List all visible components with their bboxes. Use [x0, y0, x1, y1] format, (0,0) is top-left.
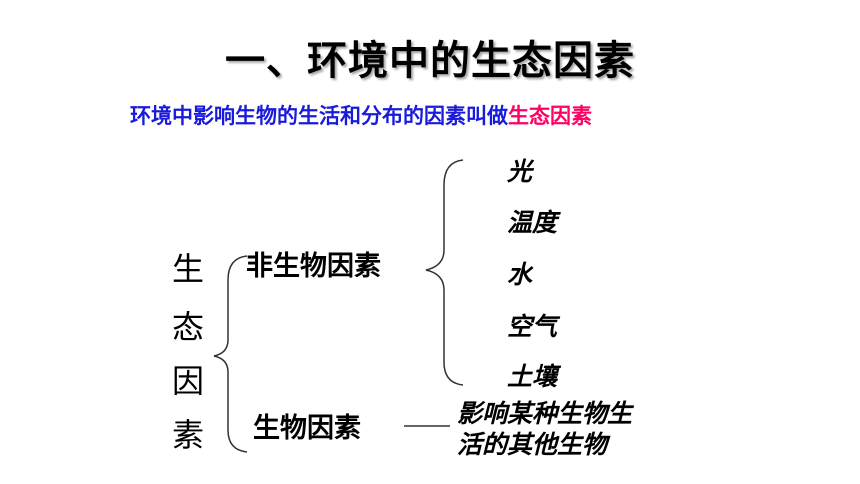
- root-char-1: 生: [172, 250, 205, 288]
- biotic-description-line-1: 影响某种生物生: [457, 399, 633, 428]
- definition: 环境中影响生物的生活和分布的因素叫做生态因素: [130, 100, 592, 130]
- definition-term: 生态因素: [508, 104, 592, 128]
- root-char-4: 素: [172, 416, 205, 454]
- root-char-2: 态: [172, 308, 205, 346]
- biotic-label: 生物因素: [253, 413, 361, 444]
- abiotic-item-soil: 土壤: [507, 362, 558, 391]
- abiotic-item-temperature: 温度: [507, 208, 558, 237]
- abiotic-label: 非生物因素: [246, 251, 381, 282]
- abiotic-item-light: 光: [507, 157, 533, 186]
- definition-text: 环境中影响生物的生活和分布的因素叫做: [130, 104, 508, 128]
- abiotic-item-air: 空气: [507, 312, 558, 341]
- biotic-description-line-2: 活的其他生物: [457, 430, 608, 459]
- abiotic-item-water: 水: [507, 260, 533, 289]
- root-char-3: 因: [172, 362, 205, 400]
- abiotic-brace: [425, 159, 464, 386]
- root-brace: [213, 255, 248, 453]
- biotic-description: 影响某种生物生 活的其他生物: [457, 398, 677, 460]
- slide-title: 一、环境中的生态因素: [225, 38, 635, 84]
